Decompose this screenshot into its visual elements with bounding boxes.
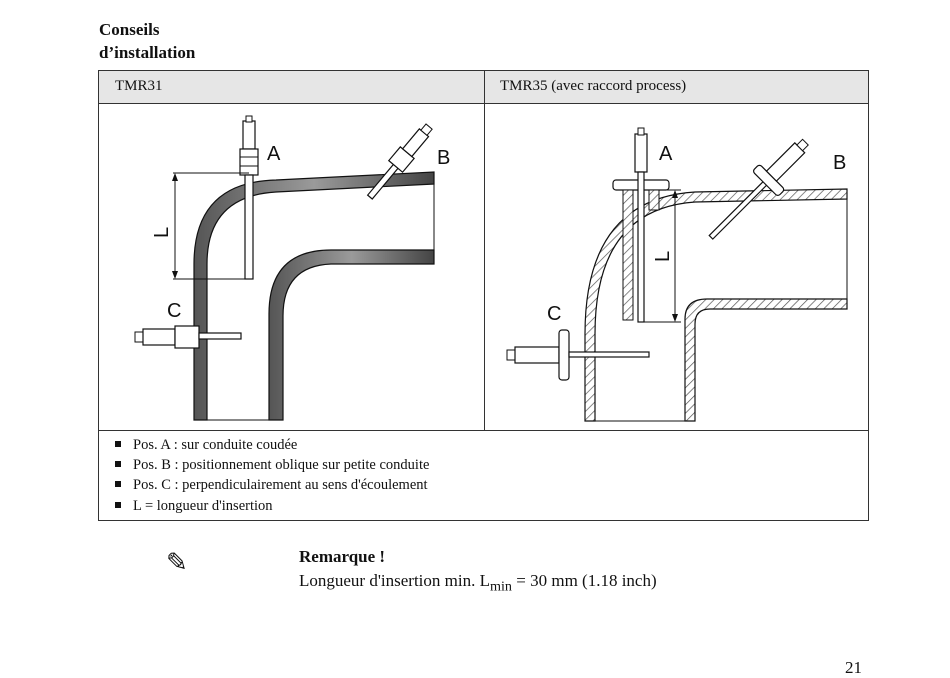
heading-line-1: Conseils (99, 20, 160, 39)
list-item: Pos. C : perpendiculairement au sens d'é… (115, 475, 868, 495)
label-b-tmr35: B (833, 152, 846, 174)
remark-block: Remarque ! Longueur d'insertion min. Lmi… (299, 545, 657, 598)
list-item: L = longueur d'insertion (115, 496, 868, 516)
sensor-b-tmr35 (708, 138, 809, 240)
bullet-icon (115, 461, 121, 468)
list-item: Pos. B : positionnement oblique sur peti… (115, 455, 868, 475)
heading-line-2: d’installation (99, 43, 196, 62)
label-l-tmr31: L (151, 227, 173, 238)
label-c-tmr31: C (167, 300, 181, 322)
list-item: Pos. A : sur conduite coudée (115, 435, 868, 455)
bullet-icon (115, 501, 121, 508)
sensor-c-tmr31 (134, 325, 242, 349)
label-l-tmr35: L (652, 251, 674, 262)
bullet-icon (115, 441, 121, 447)
tmr31-elbow-illustration: A B C L (134, 115, 450, 421)
label-a-tmr31: A (267, 143, 281, 165)
section-heading: Conseils d’installation (99, 18, 195, 64)
column-header-tmr35: TMR35 (avec raccord process) (485, 71, 868, 104)
label-c-tmr35: C (547, 303, 561, 325)
label-a-tmr35: A (659, 143, 673, 165)
installation-notes: Pos. A : sur conduite coudée Pos. B : po… (99, 430, 868, 520)
diagram-tmr31: A B C L (99, 104, 485, 430)
page-number: 21 (845, 658, 862, 677)
pencil-icon: ✎ (166, 548, 188, 578)
sensor-a-tmr35 (612, 127, 670, 323)
subscript-min: min (489, 578, 513, 595)
diagram-tmr35: A B C L (485, 104, 868, 430)
remark-title: Remarque ! (299, 547, 386, 566)
remark-text: Longueur d'insertion min. Lmin = 30 mm (… (299, 571, 657, 595)
sensor-c-tmr35 (506, 329, 650, 381)
column-header-tmr31: TMR31 (99, 71, 485, 104)
label-b-tmr31: B (437, 147, 450, 169)
installation-table: TMR31 TMR35 (avec raccord process) (98, 70, 869, 521)
sensor-b-tmr31 (366, 123, 433, 200)
tmr35-elbow-illustration: A B C L (506, 127, 848, 422)
bullet-icon (115, 481, 121, 488)
